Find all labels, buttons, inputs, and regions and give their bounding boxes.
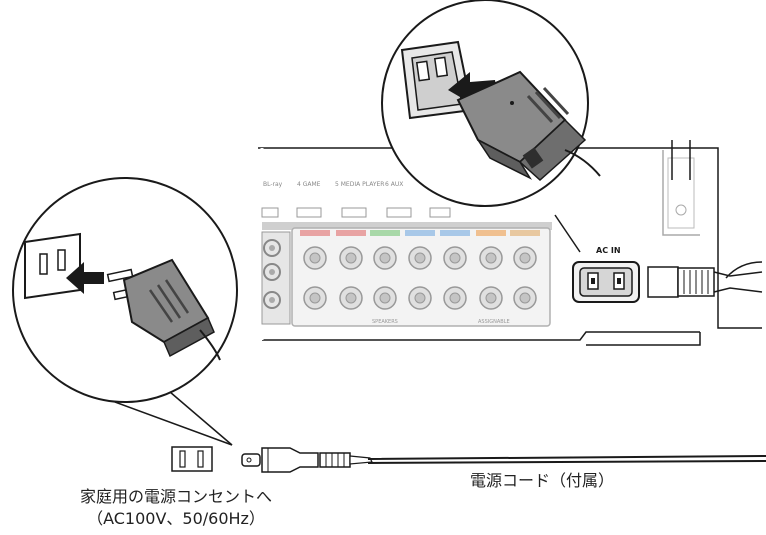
speaker-terminal-center bbox=[345, 252, 357, 264]
speaker-terminal-center bbox=[485, 292, 497, 304]
hdmi-row: BL-ray 4 GAME 5 MEDIA PLAYER 6 AUX bbox=[261, 181, 451, 218]
terminal-posts bbox=[303, 246, 537, 310]
hdmi-port bbox=[296, 207, 322, 218]
speaker-tab-front-l bbox=[300, 230, 330, 236]
insert-arrow-icon bbox=[66, 262, 104, 294]
speaker-terminals bbox=[291, 227, 551, 327]
bottom-outlet bbox=[171, 446, 213, 472]
leader-line bbox=[554, 214, 581, 253]
hdmi-label-aux: 6 AUX bbox=[385, 181, 403, 188]
speaker-terminal-center bbox=[485, 252, 497, 264]
outlet-caption-line2: （AC100V、50/60Hz） bbox=[87, 509, 265, 528]
hdmi-port bbox=[261, 207, 279, 218]
speaker-terminal-center bbox=[309, 252, 321, 264]
label-strip bbox=[262, 222, 552, 230]
hdmi-port bbox=[429, 207, 451, 218]
speaker-terminal-center bbox=[309, 292, 321, 304]
wall-outlet bbox=[24, 232, 81, 300]
iec-connector-plug bbox=[647, 261, 763, 298]
ac-in-detail-circle bbox=[381, 0, 601, 207]
assignable-caption: ASSIGNABLE bbox=[478, 319, 510, 325]
speaker-terminal-center bbox=[449, 252, 461, 264]
hdmi-port bbox=[386, 207, 412, 218]
hdmi-port bbox=[341, 207, 367, 218]
left-jack-column bbox=[261, 231, 291, 325]
speaker-terminal-center bbox=[519, 292, 531, 304]
ac-in-label: AC IN bbox=[596, 246, 621, 255]
speakers-caption: SPEAKERS bbox=[372, 319, 398, 325]
ac-inlet bbox=[572, 261, 640, 303]
receiver-rear-panel: BL-ray 4 GAME 5 MEDIA PLAYER 6 AUX bbox=[258, 140, 763, 346]
cord-caption: 電源コード（付属） bbox=[470, 471, 615, 490]
speaker-terminal-center bbox=[414, 252, 426, 264]
speaker-tab-surround-r bbox=[440, 230, 470, 236]
speaker-tab-front-r bbox=[336, 230, 366, 236]
speaker-terminal-center bbox=[449, 292, 461, 304]
outlet-caption: 家庭用の電源コンセントへ （AC100V、50/60Hz） bbox=[80, 486, 272, 530]
speaker-terminal-center bbox=[519, 252, 531, 264]
antenna-bracket bbox=[662, 140, 700, 236]
speaker-terminal-center bbox=[414, 292, 426, 304]
speaker-tab-surround-l bbox=[405, 230, 435, 236]
speaker-terminal-center bbox=[379, 252, 391, 264]
bottom-power-plug bbox=[241, 447, 373, 473]
hdmi-label-game: 4 GAME bbox=[297, 181, 321, 188]
insert-arrow-icon bbox=[448, 72, 497, 104]
hdmi-label-media-player: 5 MEDIA PLAYER bbox=[335, 181, 384, 188]
hdmi-label-partial: BL-ray bbox=[263, 181, 283, 188]
power-cord bbox=[367, 455, 766, 464]
speaker-terminal-center bbox=[379, 292, 391, 304]
speaker-tab-assign-2 bbox=[510, 230, 540, 236]
outlet-detail-circle bbox=[12, 177, 238, 446]
speaker-tab-center bbox=[370, 230, 400, 236]
outlet-caption-line1: 家庭用の電源コンセントへ bbox=[80, 487, 273, 506]
speaker-tab-assign-1 bbox=[476, 230, 506, 236]
speaker-terminal-center bbox=[345, 292, 357, 304]
